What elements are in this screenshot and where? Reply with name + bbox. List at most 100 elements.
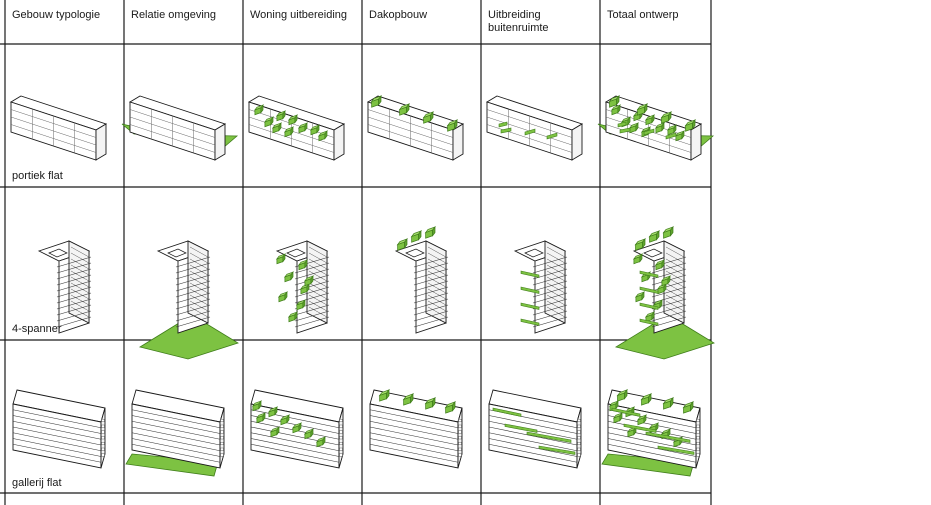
floor-line bbox=[189, 252, 209, 264]
floor-line bbox=[70, 246, 90, 258]
window bbox=[458, 453, 462, 457]
extension-cube-5-side bbox=[316, 124, 320, 134]
extension-cube-7-side bbox=[633, 426, 637, 436]
extension-cube-4-side bbox=[641, 291, 645, 301]
floor-line bbox=[532, 292, 568, 304]
window bbox=[339, 419, 343, 422]
extension-cube-0-side bbox=[260, 104, 264, 114]
floor-line bbox=[131, 432, 221, 452]
floor-line bbox=[70, 288, 90, 300]
floor-line bbox=[189, 264, 209, 276]
floor-line bbox=[413, 286, 449, 298]
floor-line bbox=[308, 294, 328, 306]
floor-line bbox=[546, 252, 566, 264]
balcony-strip-1 bbox=[520, 286, 540, 294]
floor-line bbox=[294, 310, 330, 322]
window bbox=[458, 442, 462, 445]
balcony-strip-2 bbox=[526, 431, 572, 443]
balcony-strip-0 bbox=[619, 127, 631, 134]
floor-line bbox=[369, 426, 459, 446]
floor-line bbox=[175, 262, 211, 274]
floor-line bbox=[308, 300, 328, 312]
floor-line bbox=[369, 420, 459, 440]
roof-cube-0-side bbox=[624, 388, 628, 400]
floor-line bbox=[189, 282, 209, 294]
slab-side bbox=[214, 123, 226, 161]
window bbox=[696, 447, 700, 451]
roof-box bbox=[167, 248, 187, 258]
floor-line bbox=[56, 292, 92, 304]
window bbox=[220, 424, 224, 428]
row-label-gallerij-flat: gallerij flat bbox=[12, 477, 62, 489]
floor-line bbox=[413, 304, 449, 316]
floor-line bbox=[12, 438, 102, 457]
extension-cube-6-side bbox=[294, 311, 298, 321]
window bbox=[696, 419, 700, 422]
floor-line bbox=[175, 286, 211, 298]
floor-line bbox=[56, 268, 92, 280]
floor-line bbox=[369, 438, 459, 457]
floor-line bbox=[294, 268, 330, 280]
floor-line bbox=[427, 288, 447, 300]
floor-line bbox=[546, 264, 566, 276]
floor-line bbox=[70, 306, 90, 318]
extension-cube-1-side bbox=[290, 271, 294, 281]
floor-line bbox=[488, 432, 578, 452]
roof-box bbox=[48, 248, 68, 258]
floor-line bbox=[427, 294, 447, 306]
floor-line bbox=[12, 432, 102, 452]
floor-line bbox=[665, 270, 685, 282]
window bbox=[577, 447, 581, 451]
row-label-4-spanner: 4-spanner bbox=[12, 323, 62, 335]
extension-cube-5-side bbox=[302, 299, 306, 309]
floor-line bbox=[488, 443, 578, 463]
cell-gallerij-2 bbox=[250, 389, 344, 469]
floor-line bbox=[12, 409, 102, 429]
floor-line bbox=[175, 298, 211, 310]
balcony-strip-3 bbox=[639, 318, 659, 326]
window bbox=[458, 447, 462, 451]
floor-line bbox=[189, 246, 209, 258]
floor-line bbox=[175, 316, 211, 328]
floor-line bbox=[369, 409, 459, 429]
floor-line bbox=[546, 246, 566, 258]
floor-line bbox=[294, 304, 330, 316]
window bbox=[101, 442, 105, 445]
window bbox=[339, 430, 343, 434]
balcony-strip-3 bbox=[657, 445, 695, 455]
roof-cube-3-side bbox=[454, 118, 458, 130]
floor-line bbox=[70, 300, 90, 312]
floor-line bbox=[427, 282, 447, 294]
cell-4spanner-3 bbox=[394, 225, 449, 334]
floor-line bbox=[546, 288, 566, 300]
floor-line bbox=[532, 262, 568, 274]
floor-line bbox=[651, 286, 687, 298]
floor-line bbox=[56, 280, 92, 292]
slab-side bbox=[95, 123, 107, 161]
floor-line bbox=[131, 426, 221, 446]
extension-cube-1-side bbox=[619, 412, 623, 422]
floor-line bbox=[294, 316, 330, 328]
column-header-woning-uitbereiding: Woning uitbereiding bbox=[250, 9, 348, 21]
floor-line bbox=[546, 306, 566, 318]
floor-line bbox=[427, 252, 447, 264]
floor-line bbox=[665, 246, 685, 258]
window bbox=[220, 453, 224, 457]
floor-line bbox=[665, 252, 685, 264]
floor-line bbox=[189, 288, 209, 300]
roof-cube-1-side bbox=[406, 102, 410, 114]
floor-line bbox=[189, 294, 209, 306]
window bbox=[339, 424, 343, 428]
roof-cube-0-side bbox=[642, 238, 646, 249]
floor-line bbox=[70, 258, 90, 270]
floor-line bbox=[369, 443, 459, 463]
floor-line bbox=[427, 306, 447, 318]
floor-line bbox=[131, 420, 221, 440]
floor-line bbox=[532, 310, 568, 322]
floor-line bbox=[294, 262, 330, 274]
window bbox=[458, 430, 462, 434]
window bbox=[339, 453, 343, 457]
extension-cube-5-side bbox=[310, 428, 314, 438]
extension-cube-1-side bbox=[262, 412, 266, 422]
window bbox=[458, 424, 462, 428]
